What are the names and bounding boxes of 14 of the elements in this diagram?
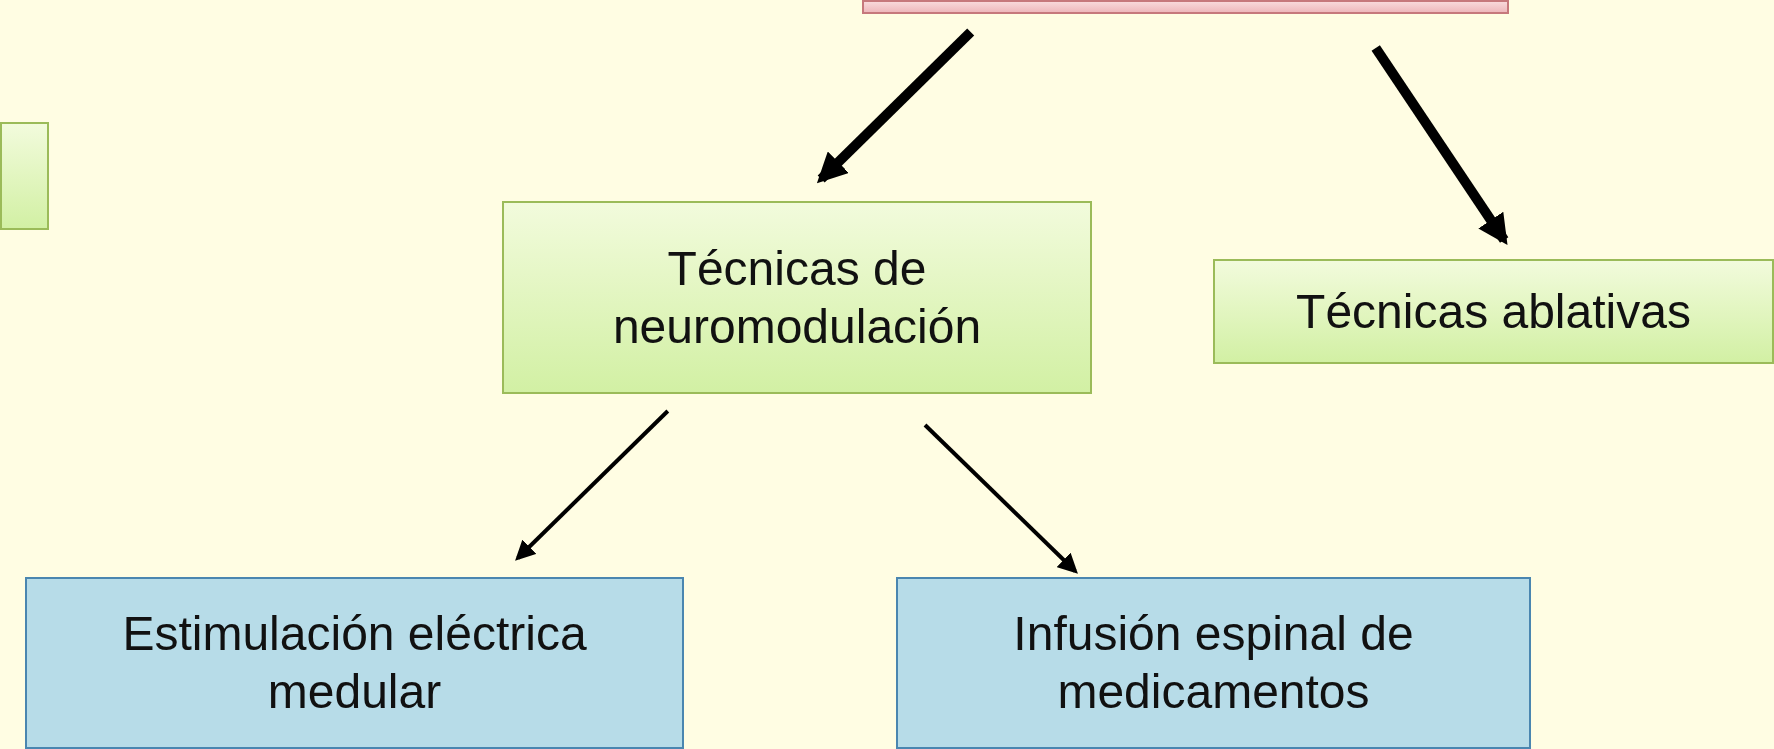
- arrow: [816, 28, 975, 184]
- box-label: Técnicas ablativas: [1296, 283, 1691, 340]
- empty-box: [0, 122, 49, 230]
- empty-box: [862, 0, 1509, 14]
- box-label: Infusión espinal de medicamentos: [1012, 606, 1415, 720]
- box-label: Técnicas de neuromodulación: [611, 240, 983, 355]
- process-box: [1213, 259, 1774, 364]
- arrow: [923, 423, 1078, 574]
- box-label: Estimulación eléctrica medular: [121, 606, 588, 720]
- process-box: [896, 577, 1531, 749]
- arrow: [515, 409, 670, 561]
- arrow: [1371, 45, 1509, 245]
- process-box: [502, 201, 1092, 394]
- process-box: [25, 577, 684, 749]
